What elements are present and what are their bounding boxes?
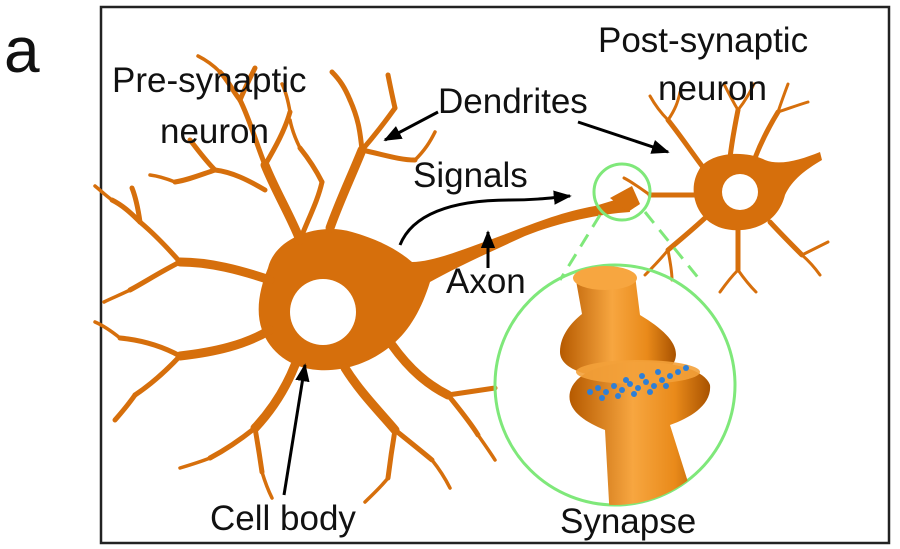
pre-synaptic-label-line2: neuron	[160, 112, 269, 151]
axon-label: Axon	[446, 262, 526, 301]
signals-label: Signals	[413, 156, 528, 195]
post-nucleus	[722, 174, 758, 210]
cell-body-label: Cell body	[210, 499, 356, 538]
synapse-label: Synapse	[560, 502, 696, 541]
annotation-arrows	[282, 110, 670, 496]
pre-synaptic-neuron	[93, 54, 640, 504]
cell-body-arrow	[282, 363, 310, 496]
post-synaptic-label-line2: neuron	[658, 69, 767, 108]
pre-synaptic-label-line1: Pre-synaptic	[112, 61, 307, 100]
neurotransmitter-vesicles	[587, 365, 689, 401]
zoom-source-circle	[592, 162, 652, 222]
dendrites-arrow-left	[383, 110, 439, 142]
post-synaptic-label-line1: Post-synaptic	[598, 21, 808, 60]
synapse-illustration	[560, 266, 711, 505]
signals-arrow	[398, 190, 572, 246]
axon-terminal	[610, 186, 640, 212]
figure-frame	[99, 5, 891, 545]
dendrites-arrow-right	[577, 120, 670, 154]
post-synaptic-neuron	[622, 82, 830, 294]
panel-letter: a	[4, 14, 40, 86]
pre-nucleus	[290, 279, 356, 345]
dendrites-label: Dendrites	[438, 82, 588, 121]
